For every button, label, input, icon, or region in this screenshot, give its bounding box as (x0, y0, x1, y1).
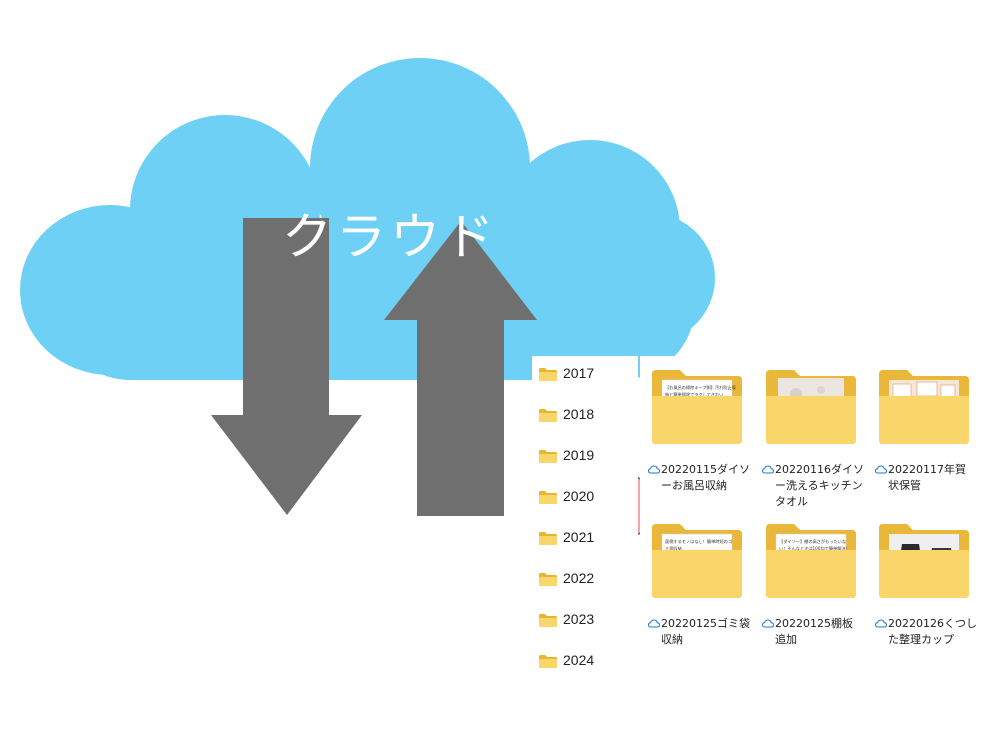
download-arrow (211, 218, 362, 515)
folder-name-line2: ーお風呂収納 (661, 479, 727, 492)
cloud-title: クラウド (282, 208, 498, 266)
year-folder-list: 2017 2018 2019 2020 2021 2022 2023 2024 (532, 356, 638, 684)
folder-icon (539, 653, 557, 668)
year-folder-label: 2018 (563, 406, 595, 422)
year-folder-label: 2017 (563, 365, 595, 381)
folder-name: 20220116ダイソー洗えるキッチンタオル (761, 462, 864, 510)
folder-name-line2: ー洗えるキッチン (775, 479, 863, 492)
folder-tile[interactable]: 20220116ダイソー洗えるキッチンタオル (758, 360, 864, 508)
folder-name-line2: 追加 (775, 633, 797, 646)
folder-tile[interactable]: 20220117年賀状保管 (871, 360, 971, 500)
year-folder-2019[interactable]: 2019 (532, 438, 638, 479)
folder-name-line3: タオル (775, 495, 808, 508)
folder-tile[interactable]: 面倒するモノはなし！簡単時短のゴミ袋収納 20220125ゴミ袋収納 (644, 514, 750, 654)
year-folder-label: 2019 (563, 447, 595, 463)
folder-icon (539, 407, 557, 422)
folder-name-line1: 20220126くつし (888, 617, 977, 630)
folder-icon (539, 571, 557, 586)
folder-icon: 面倒するモノはなし！簡単時短のゴミ袋収納 (652, 524, 742, 598)
year-folder-label: 2022 (563, 570, 595, 586)
folder-name: 20220115ダイソーお風呂収納 (647, 462, 750, 494)
svg-text:ミ袋収納: ミ袋収納 (665, 545, 682, 552)
cloud-sync-icon (647, 617, 661, 628)
folder-name-line1: 20220125ゴミ袋 (661, 617, 750, 630)
year-folder-2024[interactable]: 2024 (532, 643, 638, 684)
folder-icon (539, 612, 557, 627)
svg-text:【お風呂の掃除キープ術】汚れ防止収: 【お風呂の掃除キープ術】汚れ防止収 (665, 384, 737, 391)
year-folder-2018[interactable]: 2018 (532, 397, 638, 438)
folder-name-line1: 20220115ダイソ (661, 463, 750, 476)
folder-name-line2: 収納 (661, 633, 683, 646)
folder-icon (879, 370, 969, 444)
year-folder-2020[interactable]: 2020 (532, 479, 638, 520)
year-folder-2023[interactable]: 2023 (532, 602, 638, 643)
folder-icon: 【ダイソー】棚の高さがもったいない！そんなときは100均で簡単解決！ (766, 524, 856, 598)
folder-name: 20220117年賀状保管 (874, 462, 977, 494)
svg-text:い！そんなときは100均で簡単解決！: い！そんなときは100均で簡単解決！ (779, 545, 850, 552)
folder-icon (539, 530, 557, 545)
folder-icon (539, 489, 557, 504)
svg-text:面倒するモノはなし！簡単時短のゴ: 面倒するモノはなし！簡単時短のゴ (665, 538, 732, 545)
svg-text:【ダイソー】棚の高さがもったいな: 【ダイソー】棚の高さがもったいな (779, 538, 846, 545)
folder-name: 20220125ゴミ袋収納 (647, 616, 750, 648)
year-folder-2021[interactable]: 2021 (532, 520, 638, 561)
folder-name-line1: 20220116ダイソ (775, 463, 864, 476)
year-folder-label: 2023 (563, 611, 595, 627)
svg-text:納と簡単掃除でラクしてきれい: 納と簡単掃除でラクしてきれい (665, 391, 723, 398)
folder-icon: 【お風呂の掃除キープ術】汚れ防止収納と簡単掃除でラクしてきれい (652, 370, 742, 444)
year-folder-2017[interactable]: 2017 (532, 356, 638, 397)
cloud-sync-icon (761, 617, 775, 628)
folder-icon (539, 366, 557, 381)
folder-tile[interactable]: 【ダイソー】棚の高さがもったいない！そんなときは100均で簡単解決！ 202201… (758, 514, 858, 654)
year-folder-label: 2021 (563, 529, 595, 545)
folder-name: 20220126くつした整理カップ (874, 616, 977, 648)
upload-arrow (384, 221, 537, 516)
folder-name: 20220125棚板追加 (761, 616, 864, 648)
cloud-sync-icon (874, 617, 888, 628)
folder-grid: 【お風呂の掃除キープ術】汚れ防止収納と簡単掃除でラクしてきれい 20220115ダ… (640, 356, 986, 656)
folder-name-line2: 状保管 (888, 479, 921, 492)
year-folder-label: 2020 (563, 488, 595, 504)
folder-icon (879, 524, 969, 598)
folder-name-line1: 20220125棚板 (775, 617, 853, 630)
year-folder-2022[interactable]: 2022 (532, 561, 638, 602)
folder-tile[interactable]: 20220126くつした整理カップ (871, 514, 977, 654)
year-folder-label: 2024 (563, 652, 595, 668)
folder-icon (766, 370, 856, 444)
cloud-shape (20, 58, 715, 380)
cloud-sync-icon (761, 463, 775, 474)
folder-name-line2: た整理カップ (888, 633, 954, 646)
folder-icon (539, 448, 557, 463)
cloud-sync-icon (874, 463, 888, 474)
cloud-sync-icon (647, 463, 661, 474)
folder-tile[interactable]: 【お風呂の掃除キープ術】汚れ防止収納と簡単掃除でラクしてきれい 20220115ダ… (644, 360, 750, 500)
folder-name-line1: 20220117年賀 (888, 463, 966, 476)
